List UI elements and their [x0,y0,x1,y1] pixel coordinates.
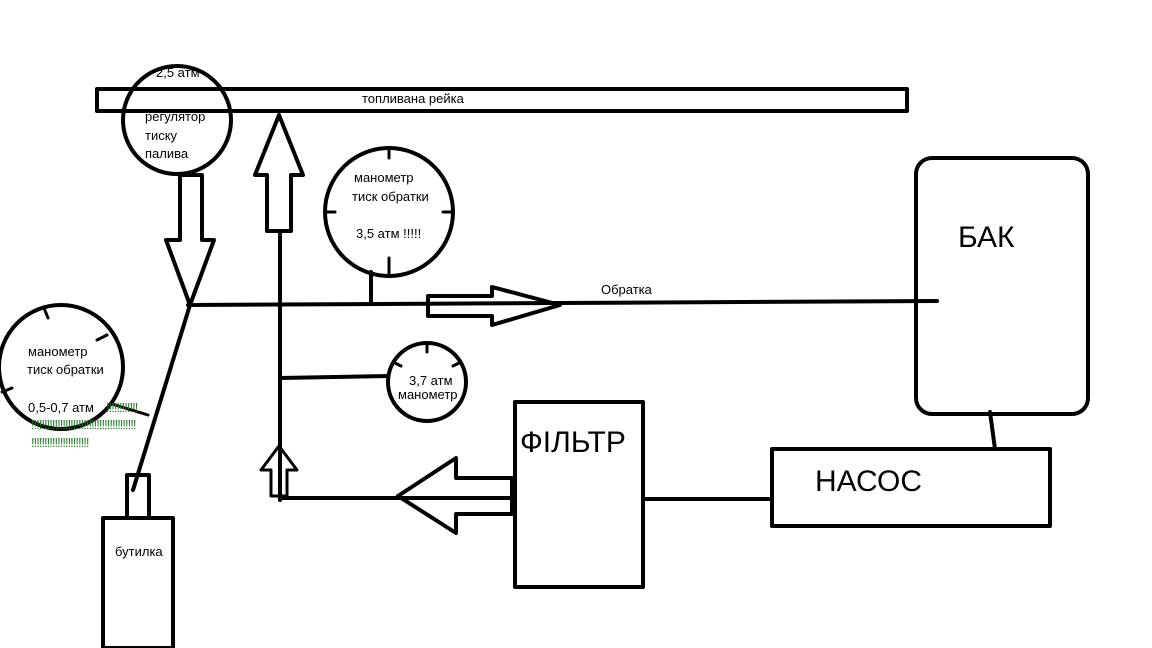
pump [770,447,1052,528]
bottle-feed-line [131,303,192,492]
tank-to-pump-line [988,410,997,451]
supply-up-arrow-bottom [259,444,299,498]
gauge-small-stem [278,374,390,380]
bottle-label: бутилка [115,544,163,559]
gauge-left-exclaim-1: !!!!!!!!!!!! [106,400,138,415]
return-line [186,299,939,307]
regulator-label-line-2: тиску [145,128,178,143]
gauge-left-tick [0,386,14,394]
gauge-top-line-2: тиск обратки [352,189,429,204]
bottle [101,516,175,648]
gauge-small-tick [451,360,463,368]
fuel-rail-label: топливана рейка [362,91,465,106]
gauge-left-exclaim-2: !!!!!!!!!!!!!!!!!!!!!!!!!!!!!!!!!!!!!!!! [31,417,136,432]
gauge-left-line-1: манометр [28,344,88,359]
return-label: Обратка [601,282,653,297]
pump-label: НАСОС [815,465,922,498]
supply-left-arrow [396,456,514,535]
gauge-left-tick [95,333,109,342]
gauge-left-tick [110,402,150,417]
supply-up-arrow-top [253,113,305,233]
bottle-neck [125,473,151,520]
gauge-left-tick [42,306,50,320]
regulator-pressure: 2,5 атм [156,65,200,80]
gauge-top-pressure: 3,5 атм !!!!! [356,226,421,241]
gauge-left-pressure: 0,5-0,7 атм [28,400,94,415]
pressure-regulator [121,64,233,176]
gauge-small-pressure: 3,7 атм [409,373,453,388]
filter-label: ФІЛЬТР [520,426,626,459]
return-down-arrow [164,173,216,307]
regulator-label-line-3: палива [145,146,189,161]
tank-label: БАК [958,221,1015,254]
gauge-left-line-2: тиск обратки [27,362,104,377]
gauge-left-exclaim-3: !!!!!!!!!!!!!!!!!!!!!! [31,435,89,450]
regulator-label-line-1: регулятор [145,109,205,124]
fuel-rail [95,87,909,113]
filter [513,400,645,589]
gauge-left [0,303,125,431]
gauge-small-label: манометр [398,387,458,402]
return-right-arrow [426,285,562,327]
tank [914,156,1090,416]
gauge-small-tick [391,360,403,368]
gauge-top-line-1: манометр [354,170,414,185]
